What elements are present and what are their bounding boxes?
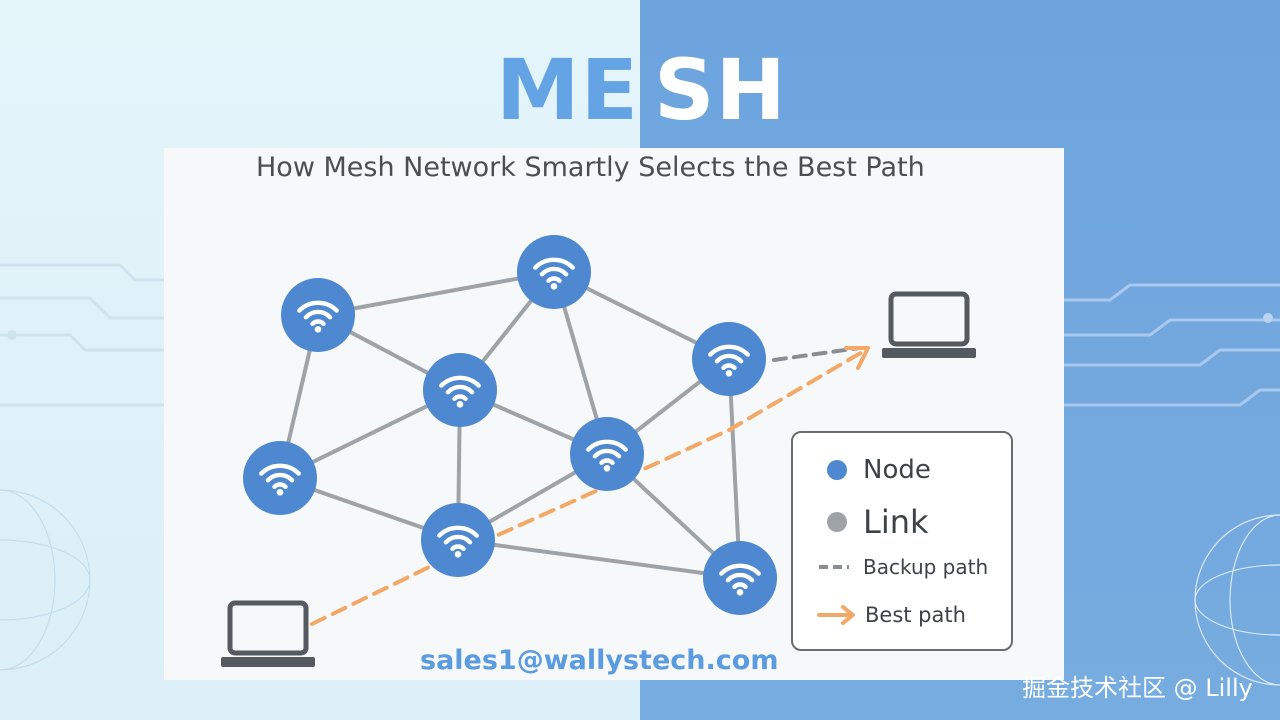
- brand-text-left: ME: [496, 41, 639, 139]
- node: [421, 503, 495, 577]
- legend: Node Link Backup path Best path: [791, 431, 1013, 651]
- arrow-icon: [817, 605, 855, 625]
- arrow-icon: [844, 346, 870, 370]
- link: [456, 538, 742, 580]
- backup-path-swatch: [819, 565, 849, 569]
- laptop-icon: [882, 294, 976, 358]
- legend-label-best: Best path: [865, 603, 966, 627]
- node: [243, 441, 317, 515]
- node: [517, 235, 591, 309]
- backup-path: [772, 346, 861, 362]
- contact-email: sales1@wallystech.com: [420, 645, 779, 676]
- legend-item-backup: Backup path: [793, 555, 988, 579]
- node: [703, 541, 777, 615]
- laptop-icon: [221, 603, 315, 667]
- legend-item-link: Link: [793, 503, 929, 541]
- node: [423, 353, 497, 427]
- node: [281, 278, 355, 352]
- brand-text-right: SH: [654, 41, 787, 139]
- diagram-title: How Mesh Network Smartly Selects the Bes…: [256, 152, 925, 183]
- legend-label-link: Link: [863, 503, 929, 541]
- node: [570, 417, 644, 491]
- link-swatch: [827, 512, 847, 532]
- node-swatch: [827, 460, 847, 480]
- mesh-diagram: [164, 235, 1064, 680]
- node: [692, 322, 766, 396]
- diagram-card: How Mesh Network Smartly Selects the Bes…: [164, 148, 1064, 680]
- watermark: 掘金技术社区 @ Lilly: [1022, 674, 1253, 702]
- legend-label-backup: Backup path: [863, 555, 989, 579]
- legend-label-node: Node: [863, 455, 931, 485]
- link: [316, 270, 556, 317]
- legend-item-best: Best path: [793, 603, 966, 627]
- legend-item-node: Node: [793, 455, 931, 485]
